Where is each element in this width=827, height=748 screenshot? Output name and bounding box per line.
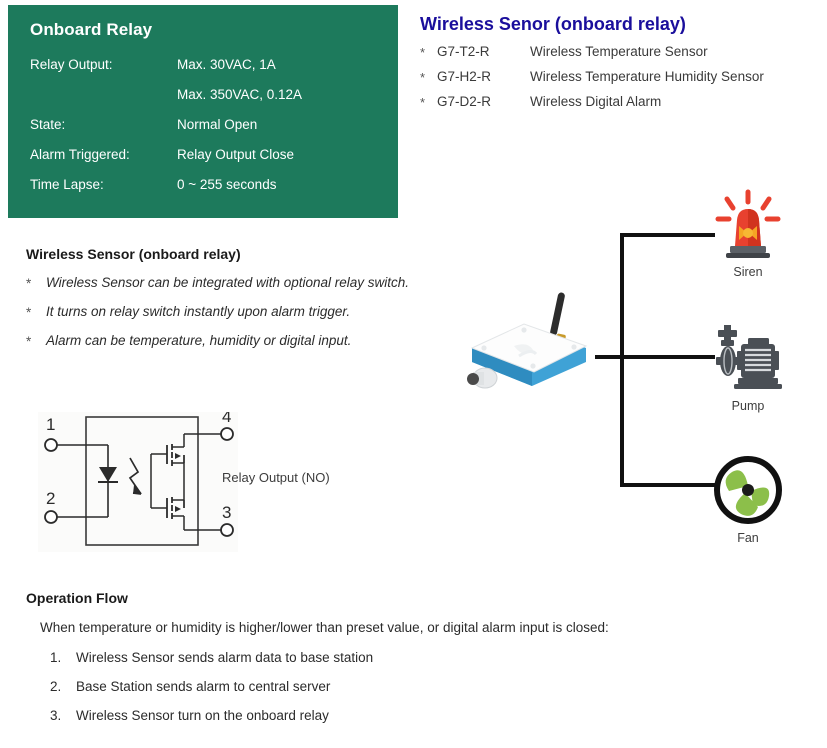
spec-value: Normal Open	[177, 117, 258, 132]
device-siren: Siren	[700, 186, 796, 279]
model-list-item: * G7-T2-R Wireless Temperature Sensor	[420, 44, 820, 69]
schematic-pin-3-label: 3	[222, 503, 231, 522]
step-number: 3.	[50, 708, 62, 723]
cable-gland-icon	[467, 367, 498, 389]
schematic-pin-2-terminal	[44, 510, 58, 524]
features-section: Wireless Sensor (onboard relay) * Wirele…	[26, 246, 476, 362]
spec-label: Relay Output:	[30, 57, 113, 72]
spec-label: State:	[30, 117, 66, 132]
spec-value: Relay Output Close	[177, 147, 295, 162]
asterisk-bullet-icon: *	[26, 276, 32, 291]
schematic-pin-1-label: 1	[46, 415, 55, 434]
wireless-sensor-device	[462, 286, 602, 404]
model-description: Wireless Temperature Sensor	[530, 44, 708, 59]
schematic-pin-4-terminal	[220, 427, 234, 441]
feature-bullet: * Alarm can be temperature, humidity or …	[26, 333, 476, 349]
feature-bullet: * It turns on relay switch instantly upo…	[26, 304, 476, 320]
spec-label: Time Lapse:	[30, 177, 104, 192]
asterisk-bullet-icon: *	[26, 305, 32, 320]
relay-output-label: Relay Output (NO)	[222, 470, 330, 485]
device-pump: Pump	[700, 320, 796, 413]
model-description: Wireless Digital Alarm	[530, 94, 662, 109]
spec-value: Max. 30VAC, 1A	[177, 57, 276, 72]
model-code: G7-T2-R	[437, 44, 490, 59]
schematic-pin-1-terminal	[44, 438, 58, 452]
optocoupler-schematic: 1 2 4 3	[38, 412, 238, 552]
feature-text: Alarm can be temperature, humidity or di…	[46, 333, 352, 348]
model-list-item: * G7-H2-R Wireless Temperature Humidity …	[420, 69, 820, 94]
asterisk-bullet-icon: *	[420, 45, 426, 60]
sensor-models-heading: Wireless Senor (onboard relay)	[420, 14, 686, 34]
device-label: Siren	[733, 265, 763, 279]
fan-icon	[710, 452, 786, 528]
operation-step: 3. Wireless Sensor turn on the onboard r…	[50, 708, 816, 723]
feature-text: Wireless Sensor can be integrated with o…	[46, 275, 410, 290]
model-list-item: * G7-D2-R Wireless Digital Alarm	[420, 94, 820, 119]
pump-icon	[710, 320, 786, 396]
siren-icon	[710, 186, 786, 262]
spec-value: 0 ~ 255 seconds	[177, 177, 277, 192]
asterisk-bullet-icon: *	[26, 334, 32, 349]
spec-value: Max. 350VAC, 0.12A	[177, 87, 303, 102]
model-code: G7-H2-R	[437, 69, 492, 84]
step-text: Base Station sends alarm to central serv…	[76, 679, 331, 694]
operation-flow-section: Operation Flow When temperature or humid…	[26, 590, 816, 737]
operation-flow-intro: When temperature or humidity is higher/l…	[40, 620, 609, 635]
step-text: Wireless Sensor turn on the onboard rela…	[76, 708, 329, 723]
operation-step: 1. Wireless Sensor sends alarm data to b…	[50, 650, 816, 665]
step-text: Wireless Sensor sends alarm data to base…	[76, 650, 374, 665]
panel-title: Onboard Relay	[30, 20, 153, 39]
onboard-relay-panel: Onboard Relay Relay Output: Max. 30VAC, …	[8, 5, 398, 218]
device-label: Fan	[737, 531, 759, 545]
wiring-diagram	[455, 170, 827, 570]
spec-label: Alarm Triggered:	[30, 147, 130, 162]
features-heading: Wireless Sensor (onboard relay)	[26, 246, 241, 262]
step-number: 1.	[50, 650, 62, 665]
operation-flow-heading: Operation Flow	[26, 590, 128, 606]
schematic-pin-4-label: 4	[222, 412, 231, 426]
schematic-pin-3-terminal	[220, 523, 234, 537]
asterisk-bullet-icon: *	[420, 95, 426, 110]
device-fan: Fan	[700, 452, 796, 545]
feature-text: It turns on relay switch instantly upon …	[46, 304, 351, 319]
operation-step: 2. Base Station sends alarm to central s…	[50, 679, 816, 694]
asterisk-bullet-icon: *	[420, 70, 426, 85]
feature-bullet: * Wireless Sensor can be integrated with…	[26, 275, 476, 291]
step-number: 2.	[50, 679, 62, 694]
schematic-pin-2-label: 2	[46, 489, 55, 508]
model-code: G7-D2-R	[437, 94, 492, 109]
sensor-models-section: Wireless Senor (onboard relay) * G7-T2-R…	[420, 14, 820, 119]
model-description: Wireless Temperature Humidity Sensor	[530, 69, 764, 84]
device-label: Pump	[731, 399, 765, 413]
